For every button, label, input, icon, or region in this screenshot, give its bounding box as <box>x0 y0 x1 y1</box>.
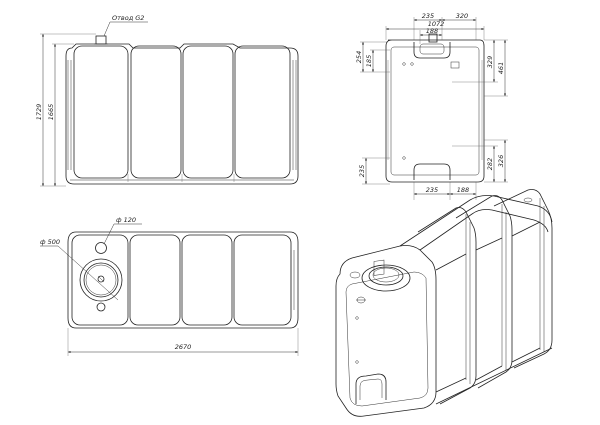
front-view-body-outline <box>65 43 299 185</box>
small-hole-center <box>97 275 105 283</box>
isometric-view <box>335 189 553 417</box>
large-hatch-inner <box>83 262 119 298</box>
iso-fitting <box>349 271 361 279</box>
large-hatch-outer <box>79 258 123 302</box>
small-hole-bottom <box>96 302 106 312</box>
side-left-235-dim: 235 <box>358 165 366 177</box>
body-height-dim: 1665 <box>47 104 55 121</box>
side-left-185-dim: 185 <box>365 55 373 67</box>
iso-rib-3 <box>493 189 553 369</box>
side-top-188-dim: 188 <box>426 27 438 35</box>
large-hole-label: ф 500 <box>40 238 60 246</box>
side-top-320-dim: 320 <box>456 12 468 20</box>
front-view-segment-3 <box>182 45 234 179</box>
small-hole-top <box>95 242 107 254</box>
total-height-dim: 1729 <box>35 104 43 121</box>
side-bottom-235-dim: 235 <box>426 186 438 194</box>
side-right-461-dim: 461 <box>497 62 505 74</box>
top-view: ф 120 ф 500 2670 <box>40 216 299 356</box>
iso-back-vent <box>523 197 533 203</box>
top-view-segment-4 <box>233 234 292 326</box>
iso-top-outline <box>399 195 553 247</box>
side-top-235-dim: 235 <box>422 12 434 20</box>
length-dim: 2670 <box>175 343 192 351</box>
side-view-logo <box>450 61 460 69</box>
iso-hatch-inner <box>368 266 404 286</box>
side-bottom-188-dim: 188 <box>457 186 469 194</box>
small-hole-label: ф 120 <box>116 216 136 224</box>
iso-rib-2 <box>455 195 513 389</box>
side-right-326-dim: 326 <box>497 155 505 167</box>
side-width-dim: 1072 <box>428 20 445 28</box>
top-view-segment-2 <box>129 234 181 326</box>
side-right-282-dim: 282 <box>486 158 494 170</box>
front-view-segment-1 <box>73 45 129 179</box>
side-right-329-dim: 329 <box>486 56 494 68</box>
front-view: Отвод G2 1729 1665 <box>35 14 299 187</box>
iso-hatch-outer <box>361 264 411 292</box>
iso-logo <box>373 259 385 276</box>
side-left-254-dim: 254 <box>355 51 363 63</box>
top-view-body-outline <box>67 231 299 329</box>
iso-rib-1 <box>417 207 477 405</box>
front-view-segment-4 <box>234 45 291 179</box>
outlet-label: Отвод G2 <box>112 14 144 22</box>
side-view: 1072 235 320 188 254 185 329 461 282 <box>355 12 508 200</box>
front-view-segment-2 <box>130 45 182 179</box>
side-view-body-outline <box>385 39 485 183</box>
outlet-fitting <box>95 35 107 45</box>
top-view-segment-3 <box>181 234 233 326</box>
top-view-segment-1 <box>71 234 129 326</box>
iso-front-face <box>335 245 437 417</box>
